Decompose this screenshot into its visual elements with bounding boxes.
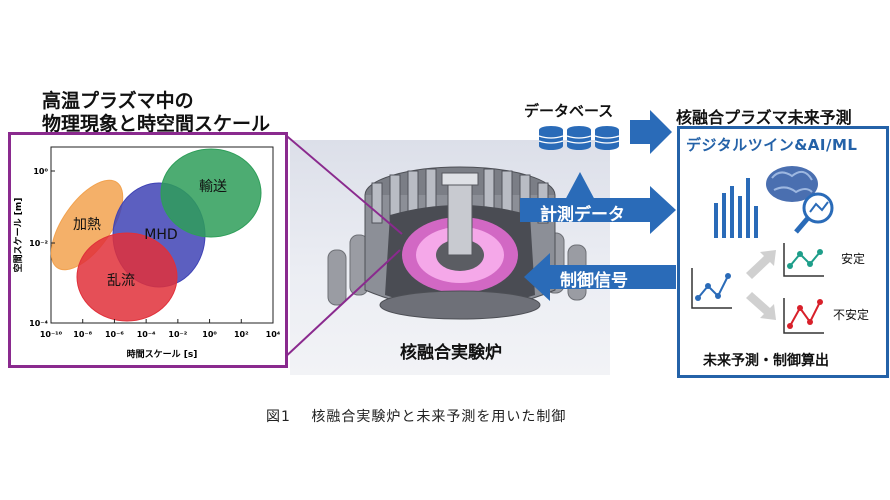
region-label-1: MHD [144,227,177,243]
figure-caption: 図1 核融合実験炉と未来予測を用いた制御 [266,409,567,425]
region-label-2: 輸送 [199,179,227,195]
flow-arrows [520,110,676,301]
callout-lines [282,132,403,361]
control-arrow [524,253,676,301]
y-tick-label-1: 10⁻² [29,239,48,248]
y-axis-label: 空間スケール [m] [12,198,24,273]
stable-label: 安定 [841,252,866,266]
scale-chart-panel: 加熱 MHD 輸送乱流 10⁰ 10⁻² 10⁻⁴ 10⁻¹⁰ 10⁻⁸ 10⁻⁶ 10⁻⁴ 10⁻… [8,132,288,368]
stable-trend-icon [783,243,824,277]
physics-scale-title-line1: 高温プラズマ中の [42,90,194,112]
region-label-3: 乱流 [107,273,135,289]
y-tick-label-0: 10⁰ [33,167,48,176]
region-3 [76,232,178,322]
x-tick-label-3: 10⁻⁴ [137,330,156,339]
x-tick-label-0: 10⁻¹⁰ [40,330,63,339]
bar-chart-icon [714,178,758,238]
reactor-illustration [327,166,587,320]
future-prediction-title: 核融合プラズマ未来予測 [676,108,852,127]
measure-arrow [520,186,676,234]
digital-twin-title: デジタルツイン&AI/ML [686,136,858,154]
region-label-0: 加熱 [73,217,101,233]
x-tick-label-2: 10⁻⁶ [105,330,124,339]
magnifier-icon [794,192,834,234]
arrow-to-stable [746,250,776,279]
x-axis-label: 時間スケール [s] [127,348,198,360]
database-icon [538,126,620,150]
reactor-label: 核融合実験炉 [400,343,502,363]
twin-graphics [691,166,834,334]
physics-scale-title-line2: 物理現象と時空間スケール [42,113,271,135]
input-trend-icon [691,268,732,309]
x-tick-label-6: 10² [234,330,249,339]
future-control-label: 未来予測・制御算出 [703,353,829,369]
physics-scale-title: 高温プラズマ中の 物理現象と時空間スケール [42,90,270,136]
x-tick-label-7: 10⁴ [266,330,281,339]
measure-data-label: 計測データ [540,205,625,225]
arrow-to-unstable [746,292,776,320]
unstable-label: 不安定 [833,308,870,322]
database-label: データベース [524,102,614,120]
y-tick-label-2: 10⁻⁴ [29,319,48,328]
x-tick-label-1: 10⁻⁸ [73,330,92,339]
unstable-trend-icon [783,298,824,334]
control-signal-label: 制御信号 [560,271,628,291]
brain-icon [766,166,818,202]
x-tick-label-4: 10⁻² [168,330,187,339]
database-to-twin-arrow [630,110,672,154]
region-2 [160,148,262,238]
x-tick-label-5: 10⁰ [202,330,217,339]
